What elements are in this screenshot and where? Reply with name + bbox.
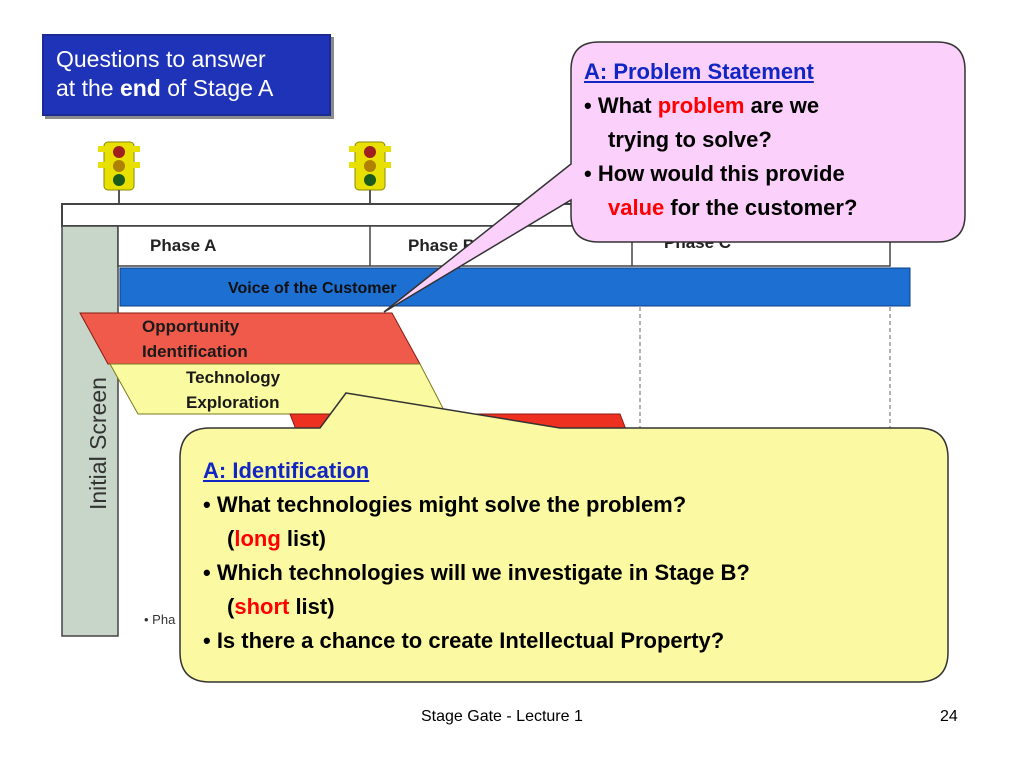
- title-line-2-pre: at the: [56, 75, 120, 101]
- phase-label: Phase B: [408, 236, 475, 255]
- long-keyword: long: [234, 526, 281, 551]
- page-number: 24: [940, 708, 958, 725]
- problem-statement-text: A: Problem Statement • What problem are …: [584, 55, 954, 225]
- problem-bullet-1-cont: trying to solve?: [608, 127, 772, 152]
- bottom-note: • Pha: [144, 612, 176, 627]
- slide-title-box: Questions to answer at the end of Stage …: [42, 34, 331, 116]
- traffic-light-icon: [349, 141, 391, 191]
- value-keyword: value: [608, 195, 665, 220]
- paren-close: list): [289, 594, 335, 619]
- paren-close: list): [280, 526, 326, 551]
- phase-label: Phase A: [150, 236, 216, 255]
- problem-bullet-2-post: for the customer?: [664, 195, 858, 220]
- title-line-2-post: of Stage A: [160, 75, 274, 101]
- identification-bullet-1: • What technologies might solve the prob…: [203, 492, 687, 517]
- opportunity-identification-band: [79, 312, 421, 365]
- paren-open: (: [227, 594, 235, 619]
- initial-screen-label: Initial Screen: [85, 377, 111, 510]
- problem-bullet-2: • How would this provide: [584, 161, 845, 186]
- problem-statement-callout: [383, 41, 966, 313]
- problem-bullet-1: • What problem are we: [584, 89, 954, 123]
- voice-of-customer-label: Voice of the Customer: [228, 280, 397, 297]
- technology-label-1: Technology: [186, 368, 281, 387]
- short-keyword: short: [234, 594, 290, 619]
- title-line-1: Questions to answer: [56, 46, 266, 72]
- footer-title: Stage Gate - Lecture 1: [421, 708, 583, 725]
- identification-bullet-2-cont: (short list): [203, 590, 933, 624]
- technology-label-2: Exploration: [186, 393, 280, 412]
- problem-bullet-1-pre: • What: [584, 93, 658, 118]
- initial-screen-column: [61, 225, 119, 637]
- identification-heading: A: Identification: [203, 458, 370, 483]
- problem-keyword: problem: [657, 93, 745, 118]
- opportunity-label-1: Opportunity: [142, 317, 240, 336]
- problem-statement-heading: A: Problem Statement: [584, 59, 814, 84]
- identification-bullet-2: • Which technologies will we investigate…: [203, 560, 750, 585]
- voice-of-customer-bar: [119, 267, 911, 307]
- traffic-light-icon: [98, 141, 140, 191]
- problem-bullet-2-cont: value for the customer?: [584, 191, 954, 225]
- title-line-2-bold: end: [119, 75, 161, 101]
- problem-bullet-1-post: are we: [744, 93, 820, 118]
- identification-callout: [179, 392, 949, 683]
- paren-open: (: [227, 526, 235, 551]
- opportunity-label-2: Identification: [142, 342, 248, 361]
- identification-text: A: Identification • What technologies mi…: [203, 454, 933, 658]
- identification-bullet-3: • Is there a chance to create Intellectu…: [203, 628, 725, 653]
- title-line-2: at the end of Stage A: [56, 74, 329, 103]
- identification-bullet-1-cont: (long list): [203, 522, 933, 556]
